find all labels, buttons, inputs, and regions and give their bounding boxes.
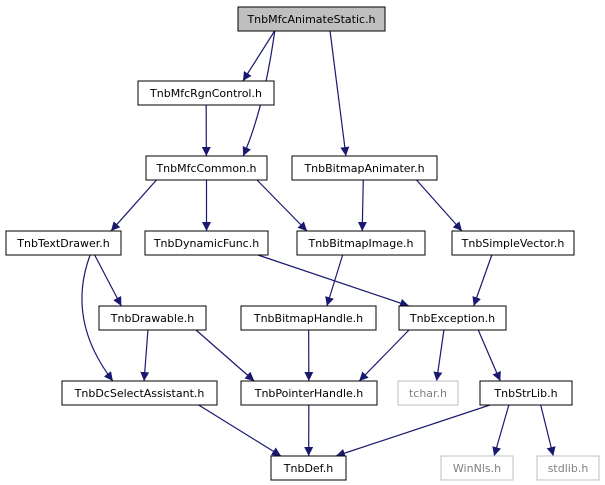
node-tnb-bitmap-image[interactable]: TnbBitmapImage.h xyxy=(296,230,426,256)
node-tnb-bitmap-handle[interactable]: TnbBitmapHandle.h xyxy=(240,305,377,331)
nodes-layer: TnbMfcAnimateStatic.hTnbMfcRgnControl.hT… xyxy=(5,6,600,481)
node-box xyxy=(291,155,438,181)
node-label: TnbMfcAnimateStatic.h xyxy=(246,13,375,26)
edge-tnb-bitmap-animater-to-tnb-bitmap-image xyxy=(357,179,367,232)
node-box xyxy=(440,455,514,481)
node-box xyxy=(240,305,377,331)
node-box xyxy=(479,380,573,406)
node-label: TnbMfcRgnControl.h xyxy=(149,87,262,100)
node-box xyxy=(296,230,426,256)
node-label: TnbTextDrawer.h xyxy=(16,237,109,250)
node-tnb-pointer-handle[interactable]: TnbPointerHandle.h xyxy=(240,380,378,406)
edge-tnb-drawable-to-tnb-pointer-handle xyxy=(195,329,255,382)
node-label: tchar.h xyxy=(409,387,447,400)
edge-tnb-str-lib-to-stdlib xyxy=(540,404,556,457)
node-box xyxy=(144,230,269,256)
node-box xyxy=(137,80,275,106)
node-tnb-mfc-animate-static[interactable]: TnbMfcAnimateStatic.h xyxy=(237,6,386,32)
node-tnb-mfc-rgn-control[interactable]: TnbMfcRgnControl.h xyxy=(137,80,275,106)
node-label: TnbSimpleVector.h xyxy=(461,237,565,250)
edge-tnb-mfc-animate-static-to-tnb-mfc-rgn-control xyxy=(242,30,276,82)
node-box xyxy=(61,380,218,406)
node-box xyxy=(5,230,122,256)
edge-tnb-exception-to-tchar xyxy=(433,329,445,382)
node-win-nls: WinNls.h xyxy=(440,455,514,481)
edge-tnb-text-drawer-to-tnb-dc-select-assistant xyxy=(81,254,114,382)
node-label: TnbBitmapAnimater.h xyxy=(303,162,424,175)
node-box xyxy=(98,305,207,331)
edges-layer xyxy=(81,30,556,458)
node-label: TnbDef.h xyxy=(283,462,333,475)
node-label: WinNls.h xyxy=(453,462,501,475)
edge-tnb-str-lib-to-win-nls xyxy=(492,404,510,457)
edge-tnb-exception-to-tnb-pointer-handle xyxy=(358,329,410,382)
node-tnb-str-lib[interactable]: TnbStrLib.h xyxy=(479,380,573,406)
node-label: TnbBitmapImage.h xyxy=(308,237,414,250)
node-label: TnbMfcCommon.h xyxy=(155,162,256,175)
node-label: TnbDcSelectAssistant.h xyxy=(74,387,205,400)
node-label: TnbStrLib.h xyxy=(493,387,557,400)
edge-tnb-drawable-to-tnb-dc-select-assistant xyxy=(140,329,150,382)
edge-tnb-simple-vector-to-tnb-exception xyxy=(472,254,493,307)
edge-tnb-mfc-animate-static-to-tnb-bitmap-animater xyxy=(329,30,350,157)
node-box xyxy=(451,230,575,256)
node-box xyxy=(145,155,268,181)
node-tnb-simple-vector[interactable]: TnbSimpleVector.h xyxy=(451,230,575,256)
edge-tnb-str-lib-to-tnb-def xyxy=(335,404,491,458)
edge-tnb-bitmap-image-to-tnb-bitmap-handle xyxy=(325,254,344,307)
node-label: stdlib.h xyxy=(548,462,589,475)
node-label: TnbDrawable.h xyxy=(110,312,194,325)
node-box xyxy=(237,6,386,32)
edge-tnb-bitmap-animater-to-tnb-simple-vector xyxy=(416,179,463,232)
node-tnb-exception[interactable]: TnbException.h xyxy=(398,305,507,331)
edge-tnb-mfc-common-to-tnb-text-drawer xyxy=(110,179,157,232)
edge-tnb-mfc-common-to-tnb-bitmap-image xyxy=(256,179,308,232)
node-tnb-def[interactable]: TnbDef.h xyxy=(270,455,347,481)
node-box xyxy=(397,380,459,406)
node-box xyxy=(240,380,378,406)
node-label: TnbBitmapHandle.h xyxy=(253,312,363,325)
node-tnb-dc-select-assistant[interactable]: TnbDcSelectAssistant.h xyxy=(61,380,218,406)
node-tnb-dynamic-func[interactable]: TnbDynamicFunc.h xyxy=(144,230,269,256)
node-tchar: tchar.h xyxy=(397,380,459,406)
edge-tnb-dc-select-assistant-to-tnb-def xyxy=(198,404,282,457)
node-label: TnbPointerHandle.h xyxy=(254,387,364,400)
edge-tnb-dynamic-func-to-tnb-exception xyxy=(257,254,410,308)
node-label: TnbException.h xyxy=(409,312,495,325)
node-box xyxy=(398,305,507,331)
node-label: TnbDynamicFunc.h xyxy=(153,237,259,250)
edge-tnb-text-drawer-to-tnb-drawable xyxy=(94,254,122,307)
node-tnb-drawable[interactable]: TnbDrawable.h xyxy=(98,305,207,331)
node-tnb-bitmap-animater[interactable]: TnbBitmapAnimater.h xyxy=(291,155,438,181)
node-tnb-mfc-common[interactable]: TnbMfcCommon.h xyxy=(145,155,268,181)
node-tnb-text-drawer[interactable]: TnbTextDrawer.h xyxy=(5,230,122,256)
node-box xyxy=(536,455,600,481)
edge-tnb-exception-to-tnb-str-lib xyxy=(477,329,501,382)
node-box xyxy=(270,455,347,481)
node-stdlib: stdlib.h xyxy=(536,455,600,481)
